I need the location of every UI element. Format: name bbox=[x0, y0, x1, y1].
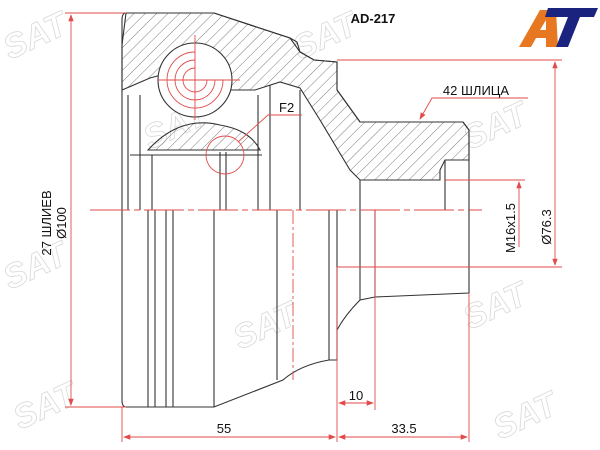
watermark: SAT bbox=[487, 384, 565, 447]
detail-f2-label: F2 bbox=[279, 100, 294, 115]
watermark: SAT bbox=[227, 294, 305, 357]
watermark: SAT bbox=[7, 374, 85, 437]
hub-diameter-label: Ø76.3 bbox=[539, 209, 554, 244]
brand-logo bbox=[519, 8, 598, 47]
dim-10-label: 10 bbox=[349, 388, 363, 403]
thread-label: M16x1.5 bbox=[503, 203, 518, 253]
detail-f2-circle bbox=[205, 135, 245, 175]
centerlines bbox=[90, 35, 482, 380]
part-number: AD-217 bbox=[351, 11, 396, 26]
outer-splines-label: 27 ШЛИЕВ bbox=[39, 190, 54, 255]
dim-55-label: 55 bbox=[217, 421, 231, 436]
outer-diameter-label: Ø100 bbox=[54, 207, 69, 239]
inner-splines-label: 42 ШЛИЦА bbox=[443, 83, 509, 98]
watermark: SAT bbox=[0, 234, 76, 297]
watermark: SAT bbox=[0, 4, 76, 67]
housing-outline bbox=[121, 12, 470, 408]
inner-race-hatch bbox=[146, 122, 261, 151]
logo-letter-t bbox=[545, 8, 598, 47]
dim-33-5-label: 33.5 bbox=[391, 421, 416, 436]
dimension-lines bbox=[65, 12, 562, 442]
logo-letter-a bbox=[519, 10, 558, 47]
